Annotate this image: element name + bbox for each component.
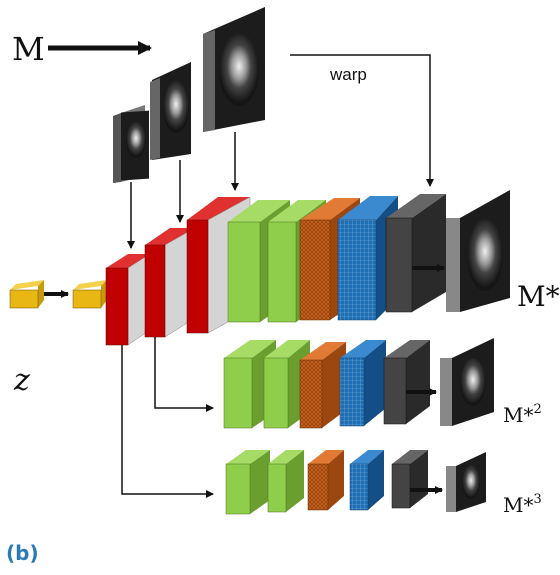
row1-dark-block bbox=[385, 194, 446, 313]
row3-dark-block bbox=[391, 450, 428, 509]
output-label-2: M*2 bbox=[503, 402, 542, 427]
row2-output-image bbox=[440, 338, 494, 426]
output-label-3: M*3 bbox=[503, 492, 542, 517]
input-image-large bbox=[203, 7, 265, 132]
latent-label: z bbox=[13, 363, 30, 398]
row3-green-block-1 bbox=[225, 450, 270, 515]
encoder-block-1 bbox=[105, 253, 151, 346]
row3-orange-block bbox=[307, 450, 344, 511]
figure-caption: (b) bbox=[6, 541, 39, 565]
row3-blue-block bbox=[349, 450, 384, 511]
skip-arrow-row3 bbox=[121, 345, 214, 498]
skip-arrow-row2 bbox=[154, 337, 214, 412]
row2-blue-block bbox=[339, 340, 386, 427]
input-image-medium bbox=[150, 62, 191, 160]
input-image-small bbox=[113, 105, 149, 183]
row1-output-image bbox=[446, 190, 510, 312]
row3-green-block-2 bbox=[267, 450, 304, 513]
latent-block-1 bbox=[9, 280, 44, 309]
warp-arrow bbox=[290, 54, 434, 187]
row1-orange-block bbox=[299, 198, 360, 321]
latent-block-2 bbox=[72, 280, 107, 309]
warp-label: warp bbox=[329, 65, 367, 84]
input-label: M bbox=[12, 30, 45, 68]
output-label-1: M* bbox=[517, 280, 560, 313]
row3-output-image bbox=[446, 452, 486, 512]
row2-dark-block bbox=[383, 340, 430, 425]
